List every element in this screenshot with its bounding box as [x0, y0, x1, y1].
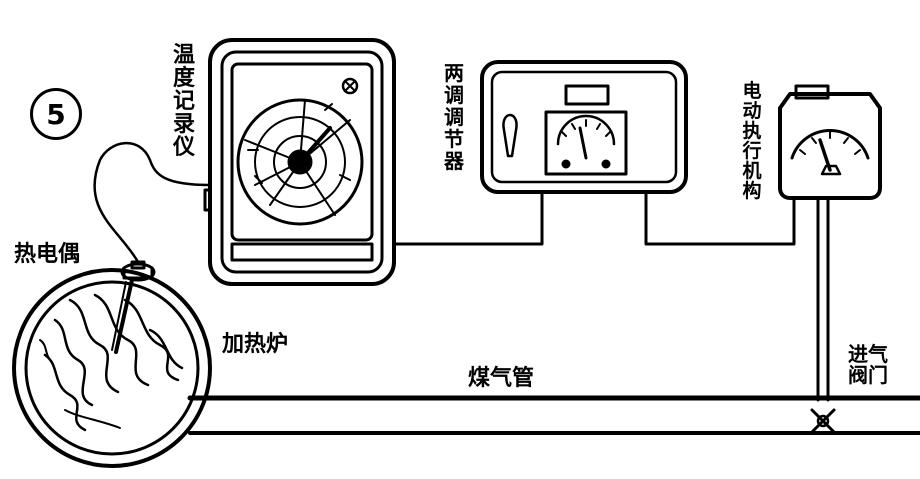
gas-pipe — [187, 395, 920, 435]
thermocouple-label: 热电偶 — [14, 242, 81, 267]
electric-actuator — [778, 84, 882, 402]
regulator-label: 两调调节器 — [444, 61, 464, 173]
actuator-label: 电动执行机构 — [742, 80, 762, 202]
temperature-recorder — [203, 38, 396, 286]
heating-furnace — [12, 268, 212, 468]
gas-valve-label: 进气阀门 — [848, 342, 888, 387]
regulator — [480, 60, 688, 194]
thermocouple-probe — [93, 141, 212, 354]
gas-pipe-label: 煤气管 — [468, 366, 535, 391]
recorder-label: 温度记录仪 — [172, 43, 195, 161]
figure-number: 5 — [30, 88, 82, 140]
gas-valve — [810, 408, 836, 434]
furnace-label: 加热炉 — [222, 332, 289, 357]
wiring — [392, 190, 796, 246]
